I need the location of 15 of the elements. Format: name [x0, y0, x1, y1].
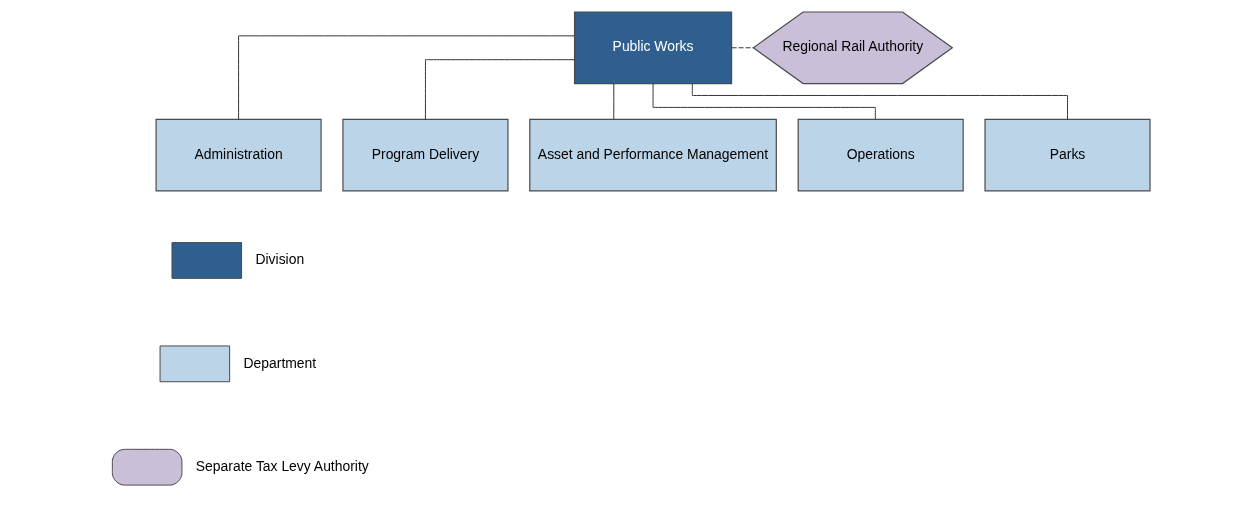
node-box: Public Works: [573, 11, 732, 85]
legend-label: Separate Tax Levy Authority: [195, 457, 369, 474]
node-box: Asset and Performance Management: [528, 118, 777, 192]
node-box: Operations: [797, 118, 964, 192]
connector: [730, 47, 754, 49]
connector: [424, 59, 575, 120]
connector: [237, 35, 575, 120]
node-box: Program Delivery: [341, 118, 509, 192]
legend-label: Division: [254, 251, 304, 268]
node-box: Parks: [983, 118, 1151, 192]
connector: [652, 83, 876, 120]
legend-label: Department: [243, 354, 316, 371]
connector: [691, 83, 1068, 120]
connector: [612, 83, 614, 120]
node-box: Administration: [155, 118, 322, 192]
